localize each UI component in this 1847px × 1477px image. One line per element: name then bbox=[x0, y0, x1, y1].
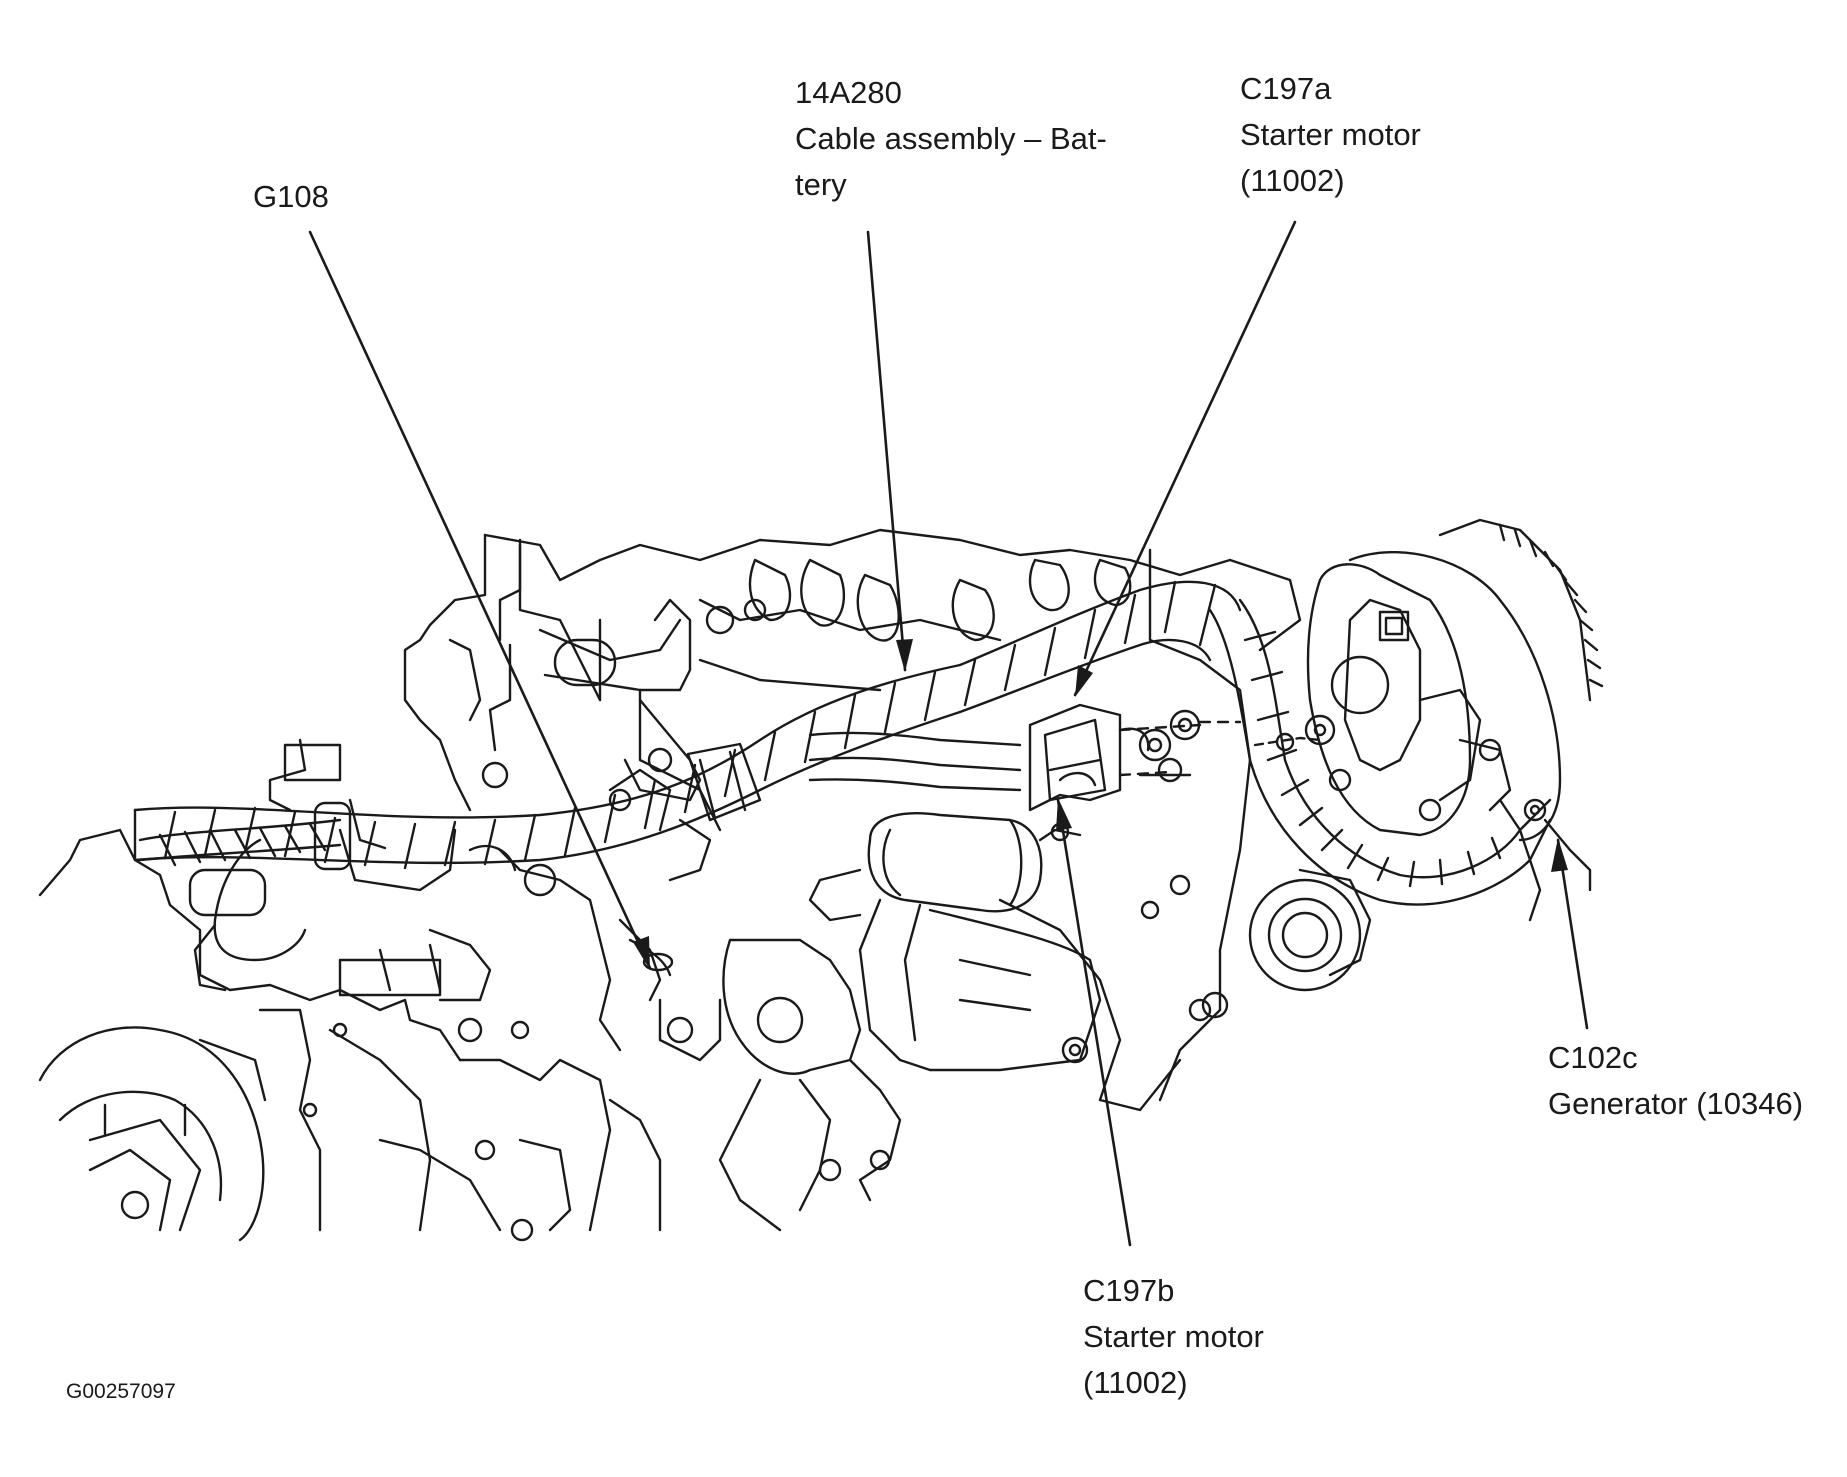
callout-c197b-code: C197b bbox=[1083, 1273, 1175, 1308]
starter-connector-block bbox=[1028, 703, 1242, 812]
callout-arrowheads bbox=[633, 639, 1568, 970]
figure-id: G00257097 bbox=[66, 1380, 176, 1403]
callout-c197a-desc-line1: Starter motor bbox=[1240, 117, 1421, 152]
arrowhead-c197b bbox=[1056, 798, 1072, 831]
upper-sensor-bracket bbox=[448, 543, 767, 802]
callout-c197b: C197b Starter motor (11002) bbox=[1083, 1268, 1264, 1406]
battery-cable-assembly bbox=[133, 580, 1552, 906]
generator bbox=[1253, 518, 1604, 977]
leader-line-14a280 bbox=[866, 230, 907, 672]
callout-c197b-desc-line2: (11002) bbox=[1083, 1365, 1188, 1400]
coolant-pipe bbox=[138, 738, 457, 997]
arrowhead-c197a bbox=[1075, 665, 1093, 697]
callout-g108-code: G108 bbox=[253, 179, 329, 214]
callout-c197a: C197a Starter motor (11002) bbox=[1240, 66, 1421, 204]
leader-line-c197a bbox=[1073, 220, 1297, 697]
callout-c197a-code: C197a bbox=[1240, 71, 1332, 106]
callout-14a280-desc-line2: tery bbox=[795, 167, 847, 202]
ground-stud-area bbox=[428, 768, 722, 1062]
callout-c102c: C102c Generator (10346) bbox=[1548, 1035, 1803, 1127]
transmission-housing bbox=[38, 828, 662, 1242]
arrowhead-c102c bbox=[1551, 838, 1568, 872]
arrowhead-g108 bbox=[633, 936, 650, 970]
starter-motor bbox=[718, 812, 1102, 1232]
callout-c197a-desc-line2: (11002) bbox=[1240, 163, 1345, 198]
callout-14a280: 14A280 Cable assembly – Bat- tery bbox=[795, 70, 1107, 208]
callout-c102c-code: C102c bbox=[1548, 1040, 1638, 1075]
callout-c102c-desc-line1: Generator (10346) bbox=[1548, 1086, 1804, 1121]
leader-line-g108 bbox=[308, 230, 652, 970]
engine-block bbox=[403, 528, 1362, 1112]
leader-line-c197b bbox=[1056, 798, 1132, 1247]
arrowhead-14a280 bbox=[896, 639, 913, 672]
callout-14a280-code: 14A280 bbox=[795, 75, 902, 110]
callout-leader-lines bbox=[308, 220, 1589, 1247]
callout-c197b-desc-line1: Starter motor bbox=[1083, 1319, 1264, 1354]
callout-g108: G108 bbox=[253, 174, 329, 220]
leader-line-c102c bbox=[1556, 838, 1589, 1030]
callout-14a280-desc-line1: Cable assembly – Bat- bbox=[795, 121, 1107, 156]
